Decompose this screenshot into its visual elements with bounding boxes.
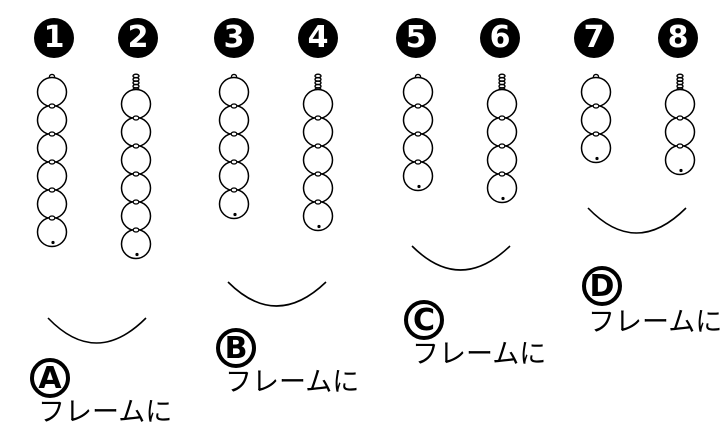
strand-2-ring [120, 144, 152, 176]
strand-5-end-hole [417, 184, 421, 189]
strand-6-end-hole [501, 196, 505, 201]
strand-3-ring [218, 76, 250, 108]
strand-6-ring [486, 116, 518, 148]
group-letter-d: D [582, 266, 622, 306]
strand-2-connector [132, 143, 140, 149]
strand-8-end-hole [679, 168, 683, 173]
group-letter-a: A [30, 358, 70, 398]
strand-2-ring [120, 116, 152, 148]
strand-number-8: 8 [658, 18, 698, 58]
strand-7-ring [580, 104, 612, 136]
strand-4-connector [314, 115, 322, 121]
strand-8-ring [664, 116, 696, 148]
strand-6-connector [498, 143, 506, 149]
group-caption-a: フレームに [38, 397, 173, 428]
strand-6-ring [486, 144, 518, 176]
strand-1-connector [48, 103, 56, 109]
strand-5-connector [414, 103, 422, 109]
strand-4-ring [302, 116, 334, 148]
strand-7-ring [580, 76, 612, 108]
strand-2-ring [120, 200, 152, 232]
strand-4-connector [314, 143, 322, 149]
strand-1-connector [48, 215, 56, 221]
strand-3-connector [230, 159, 238, 165]
strand-number-6: 6 [480, 18, 520, 58]
strand-2-connector [132, 227, 140, 233]
strand-3-ring [218, 104, 250, 136]
strand-1-connector [48, 187, 56, 193]
strand-8-connector [676, 143, 684, 149]
strand-5-ring [402, 104, 434, 136]
frame-arc-b [227, 281, 327, 307]
group-letter-b: B [216, 328, 256, 368]
strand-7-connector [592, 103, 600, 109]
strand-2-end-hole [135, 252, 139, 257]
strand-number-2: 2 [118, 18, 158, 58]
strand-number-4: 4 [298, 18, 338, 58]
strand-4-end-hole [317, 224, 321, 229]
frame-arc-c [411, 245, 511, 271]
strand-1-connector [48, 131, 56, 137]
strand-3-connector [230, 187, 238, 193]
strand-5-connector [414, 131, 422, 137]
strand-number-7: 7 [574, 18, 614, 58]
strand-4-connector [314, 171, 322, 177]
strand-5-ring [402, 76, 434, 108]
strand-8-ring [664, 88, 696, 120]
strand-1-ring [36, 104, 68, 136]
strand-6-connector [498, 115, 506, 121]
group-caption-c: フレームに [412, 339, 547, 370]
strand-number-5: 5 [396, 18, 436, 58]
strand-4-ring [302, 172, 334, 204]
strand-6-connector [498, 171, 506, 177]
strand-1-ring [36, 76, 68, 108]
strand-3-connector [230, 103, 238, 109]
strand-1-connector [48, 159, 56, 165]
strand-5-ring [402, 132, 434, 164]
group-caption-d: フレームに [588, 307, 721, 338]
strand-2-connector [132, 199, 140, 205]
strand-5-connector [414, 159, 422, 165]
strand-6-ring [486, 88, 518, 120]
strand-1-ring [36, 188, 68, 220]
strand-2-connector [132, 115, 140, 121]
group-caption-b: フレームに [225, 367, 360, 398]
frame-arc-a [47, 317, 147, 344]
strand-4-ring [302, 88, 334, 120]
group-letter-c: C [404, 300, 444, 340]
strand-4-connector [314, 199, 322, 205]
strand-2-ring [120, 172, 152, 204]
strand-3-connector [230, 131, 238, 137]
strand-1-ring [36, 132, 68, 164]
strand-2-ring [120, 88, 152, 120]
strand-3-end-hole [233, 212, 237, 217]
strand-number-3: 3 [214, 18, 254, 58]
strand-8-connector [676, 115, 684, 121]
strand-3-ring [218, 160, 250, 192]
strand-7-connector [592, 131, 600, 137]
strand-4-ring [302, 144, 334, 176]
frame-arc-d [587, 207, 687, 234]
strand-3-ring [218, 132, 250, 164]
strand-1-ring [36, 160, 68, 192]
strand-1-end-hole [51, 240, 55, 245]
strand-7-end-hole [595, 156, 599, 161]
strand-number-1: 1 [34, 18, 74, 58]
strand-2-connector [132, 171, 140, 177]
